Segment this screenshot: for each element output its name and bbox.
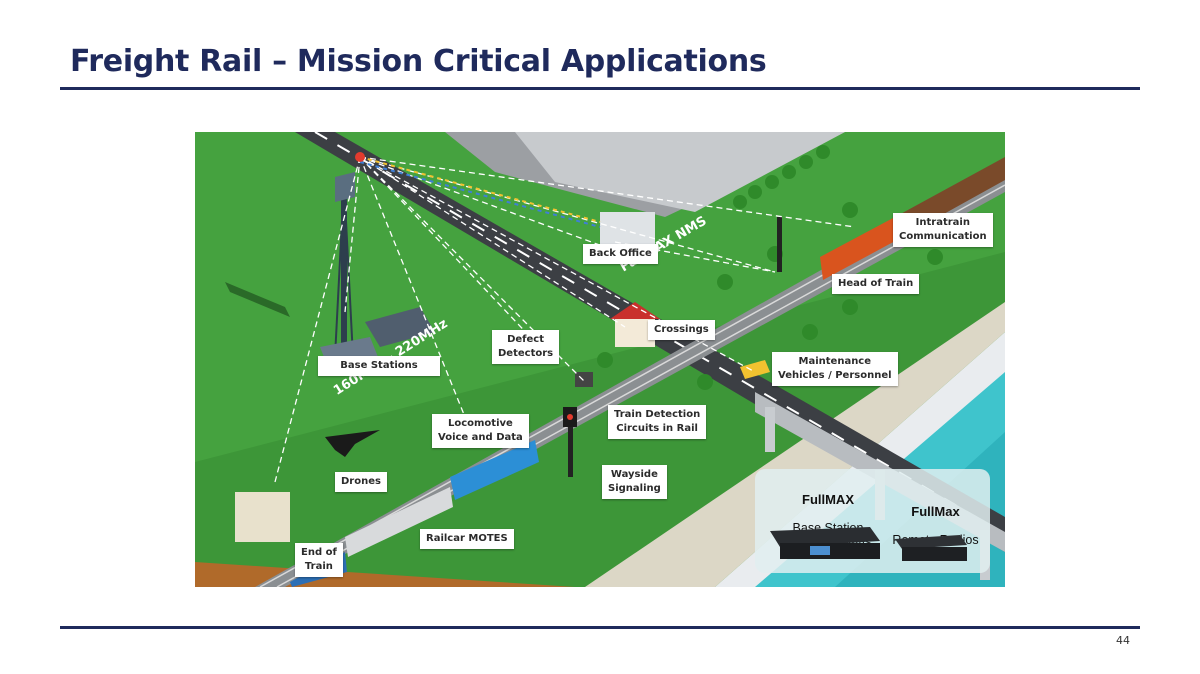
base-station-display [810,546,830,555]
base-station-unit-icon [770,527,880,547]
base-station-tower [341,182,347,357]
callout-crossings: Crossings [648,320,715,340]
maintenance-vehicle [740,360,770,379]
callout-maintenance-vehicles: Maintenance Vehicles / Personnel [772,352,898,386]
radio-unit [365,307,435,347]
backhaul-link [359,161,601,228]
callout-head-of-train: Head of Train [832,274,920,294]
parking-lot-light [515,132,845,212]
callout-wayside-signaling: Wayside Signaling [602,465,667,499]
tower-strut [334,181,345,358]
wayside-signal [568,417,573,477]
equipment-panel: FullMAX Base Station up to 100 Watts Ful… [755,469,990,573]
callout-base-stations: Base Stations [318,356,440,376]
crossing-house-roof [610,302,660,319]
tower-shadow [225,282,290,317]
equipment-images [770,527,967,561]
end-of-train-building [235,492,290,542]
remote-radio-title: FullMax [911,504,960,519]
base-station-title: FullMAX [802,492,854,507]
callout-railcar-motes: Railcar MOTES [420,529,514,549]
signal-light-red [567,414,573,420]
tower-antenna [335,172,355,202]
bridge-pillar [765,407,775,452]
title-divider [60,87,1140,90]
rail-network-diagram: FullMAX NMS 160MHz - 220MHz Back Office … [195,132,1005,587]
head-locomotive [820,217,897,280]
footer-divider [60,626,1140,629]
tower-beacon-icon [355,152,365,162]
page-number: 44 [1116,634,1130,647]
callout-defect-detectors: Defect Detectors [492,330,560,364]
backhaul-link [359,156,601,223]
scene-illustration [195,132,1005,587]
rail-ballast [255,167,1005,587]
callout-intratrain-communication: Intratrain Communication [893,213,993,247]
callout-train-detection: Train Detection Circuits in Rail [608,405,707,439]
shoreline [585,302,1005,587]
remote-radio-unit-icon [895,535,967,549]
callout-drones: Drones [335,472,387,492]
tree-row [597,145,943,390]
callout-end-of-train: End of Train [295,543,343,577]
callout-back-office: Back Office [583,244,658,264]
callout-locomotive-voice-data: Locomotive Voice and Data [432,414,529,448]
page-title: Freight Rail – Mission Critical Applicat… [70,44,767,79]
tank-railcars [345,487,453,557]
blue-locomotive [450,440,539,500]
defect-detector-box [575,372,593,387]
remote-radio-front [902,547,967,561]
track-signal [777,217,782,272]
drone-icon [325,430,380,457]
